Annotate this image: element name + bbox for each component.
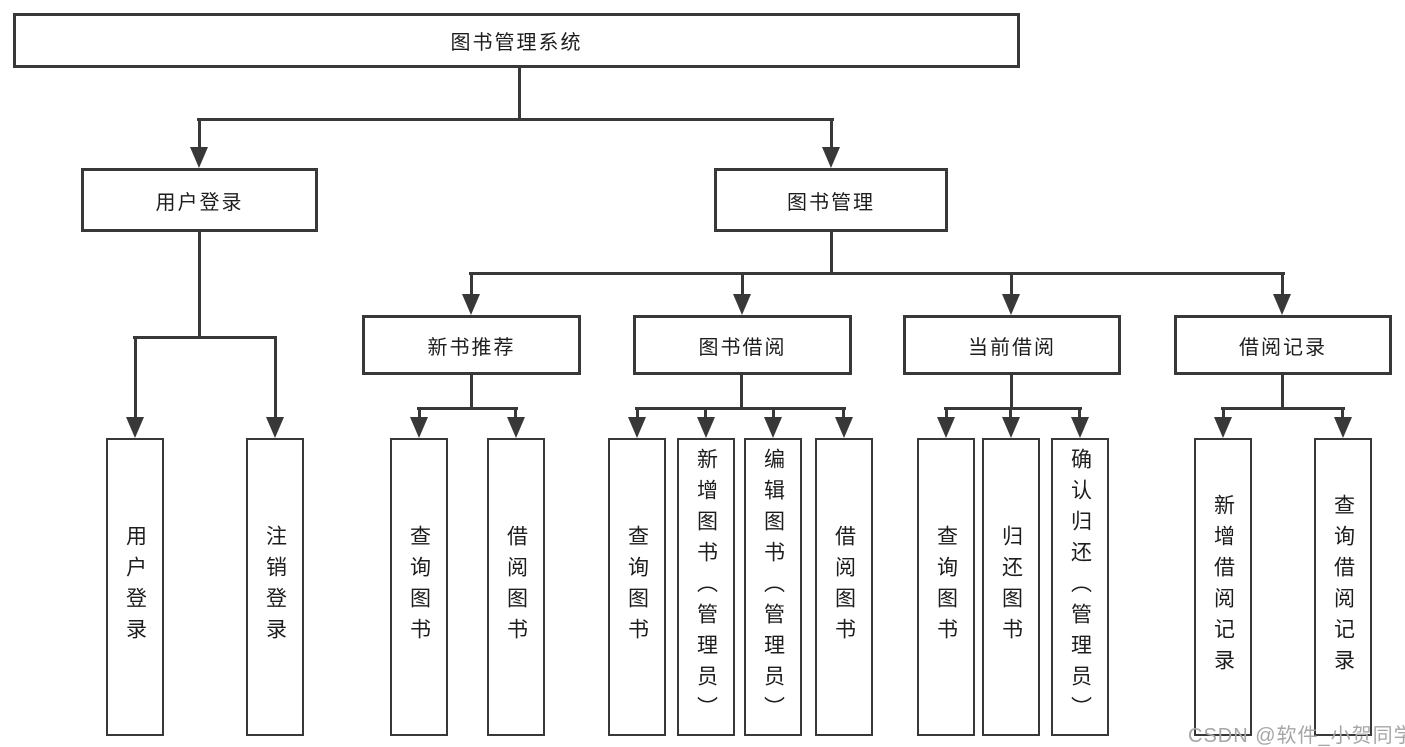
connector-line-h xyxy=(944,407,1082,410)
arrow-down-icon xyxy=(462,294,480,315)
connector-line-v xyxy=(1078,407,1081,417)
node-borrow-records: 借阅记录 xyxy=(1174,315,1392,375)
csdn-watermark: CSDN @软件_小贺同学 xyxy=(1188,725,1405,747)
arrow-down-icon xyxy=(410,417,428,438)
arrow-down-icon xyxy=(1273,294,1291,315)
connector-line-v xyxy=(945,407,948,417)
node-current-borrow: 当前借阅 xyxy=(903,315,1121,375)
connector-line-v xyxy=(741,272,744,295)
node-user-login: 用户登录 xyxy=(81,168,318,232)
arrow-down-icon xyxy=(190,147,208,168)
connector-line-h xyxy=(197,118,834,121)
connector-line-v xyxy=(830,118,833,148)
leaf-logout: 注销登录 xyxy=(246,438,304,736)
arrow-down-icon xyxy=(1002,417,1020,438)
connector-line-v xyxy=(274,336,277,417)
connector-line-v xyxy=(1281,375,1284,407)
connector-line-v xyxy=(198,232,201,336)
arrow-down-icon xyxy=(822,147,840,168)
connector-line-h xyxy=(469,272,1285,275)
arrow-down-icon xyxy=(764,417,782,438)
arrow-down-icon xyxy=(697,417,715,438)
connector-line-v xyxy=(740,375,743,407)
leaf-user-login: 用户登录 xyxy=(106,438,164,736)
connector-line-h xyxy=(1221,407,1345,410)
connector-line-v xyxy=(1222,407,1225,417)
connector-line-h xyxy=(635,407,846,410)
leaf-edit-books-admin: 编辑图书（管理员） xyxy=(744,438,802,736)
arrow-down-icon xyxy=(266,417,284,438)
leaf-borrow-books: 借阅图书 xyxy=(815,438,873,736)
connector-line-v xyxy=(418,407,421,417)
arrow-down-icon xyxy=(1334,417,1352,438)
connector-line-v xyxy=(518,68,521,118)
arrow-down-icon xyxy=(1071,417,1089,438)
arrow-down-icon xyxy=(126,417,144,438)
connector-line-v xyxy=(636,407,639,417)
arrow-down-icon xyxy=(1002,294,1020,315)
connector-line-h xyxy=(133,336,277,339)
leaf-return-books: 归还图书 xyxy=(982,438,1040,736)
connector-line-v xyxy=(198,118,201,148)
leaf-borrow-books-recommend: 借阅图书 xyxy=(487,438,545,736)
connector-line-v xyxy=(1009,407,1012,417)
connector-line-v xyxy=(830,232,833,272)
arrow-down-icon xyxy=(937,417,955,438)
leaf-add-books-admin: 新增图书（管理员） xyxy=(677,438,735,736)
connector-line-h xyxy=(417,407,518,410)
connector-line-v xyxy=(1010,272,1013,295)
node-root-library-system: 图书管理系统 xyxy=(13,13,1020,68)
node-book-management: 图书管理 xyxy=(714,168,948,232)
arrow-down-icon xyxy=(1214,417,1232,438)
connector-line-v xyxy=(704,407,707,417)
connector-line-v xyxy=(470,272,473,295)
arrow-down-icon xyxy=(835,417,853,438)
connector-line-v xyxy=(470,375,473,407)
arrow-down-icon xyxy=(507,417,525,438)
connector-line-v xyxy=(842,407,845,417)
leaf-query-books-recommend: 查询图书 xyxy=(390,438,448,736)
connector-line-v xyxy=(1341,407,1344,417)
connector-line-v xyxy=(772,407,775,417)
leaf-confirm-return-admin: 确认归还（管理员） xyxy=(1051,438,1109,736)
arrow-down-icon xyxy=(628,417,646,438)
leaf-query-books-borrow: 查询图书 xyxy=(608,438,666,736)
arrow-down-icon xyxy=(733,294,751,315)
node-new-book-recommend: 新书推荐 xyxy=(362,315,581,375)
leaf-query-books-current: 查询图书 xyxy=(917,438,975,736)
connector-line-v xyxy=(1010,375,1013,407)
node-book-borrow: 图书借阅 xyxy=(633,315,852,375)
connector-line-v xyxy=(514,407,517,417)
leaf-query-borrow-record: 查询借阅记录 xyxy=(1314,438,1372,736)
leaf-add-borrow-record: 新增借阅记录 xyxy=(1194,438,1252,736)
connector-line-v xyxy=(1281,272,1284,295)
connector-line-v xyxy=(134,336,137,417)
